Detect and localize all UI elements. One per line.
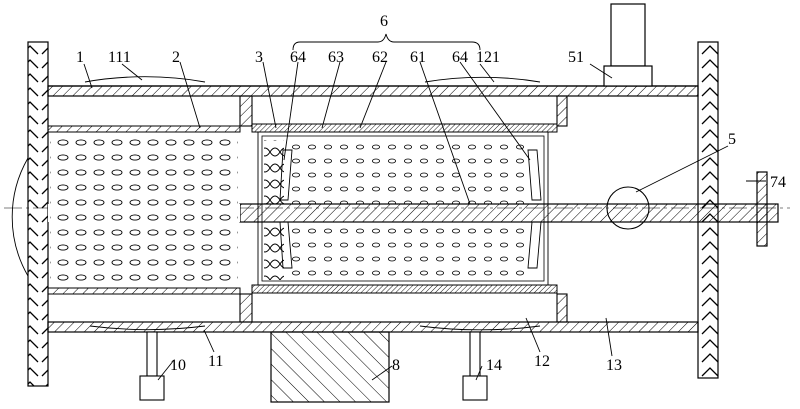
label-8: 8 [392,357,400,374]
label-14: 14 [486,357,502,374]
handle [757,172,767,246]
label-74: 74 [770,174,786,191]
base-block [271,332,389,402]
label-61: 61 [410,49,426,66]
main-shaft [4,204,790,222]
label-121: 121 [476,49,500,66]
label-5: 5 [728,131,736,148]
label-63: 63 [328,49,344,66]
label-13: 13 [606,357,622,374]
motor [604,4,652,86]
left-end-flange [28,42,48,386]
brace-6 [293,34,480,50]
label-64-left: 64 [290,49,306,66]
label-12: 12 [534,353,550,370]
label-2: 2 [172,49,180,66]
label-1: 1 [76,49,84,66]
label-6: 6 [380,13,388,30]
label-62: 62 [372,49,388,66]
label-3: 3 [255,49,263,66]
label-11: 11 [208,353,223,370]
label-10: 10 [170,357,186,374]
label-51: 51 [568,49,584,66]
label-111: 111 [108,49,131,66]
label-64-right: 64 [452,49,468,66]
